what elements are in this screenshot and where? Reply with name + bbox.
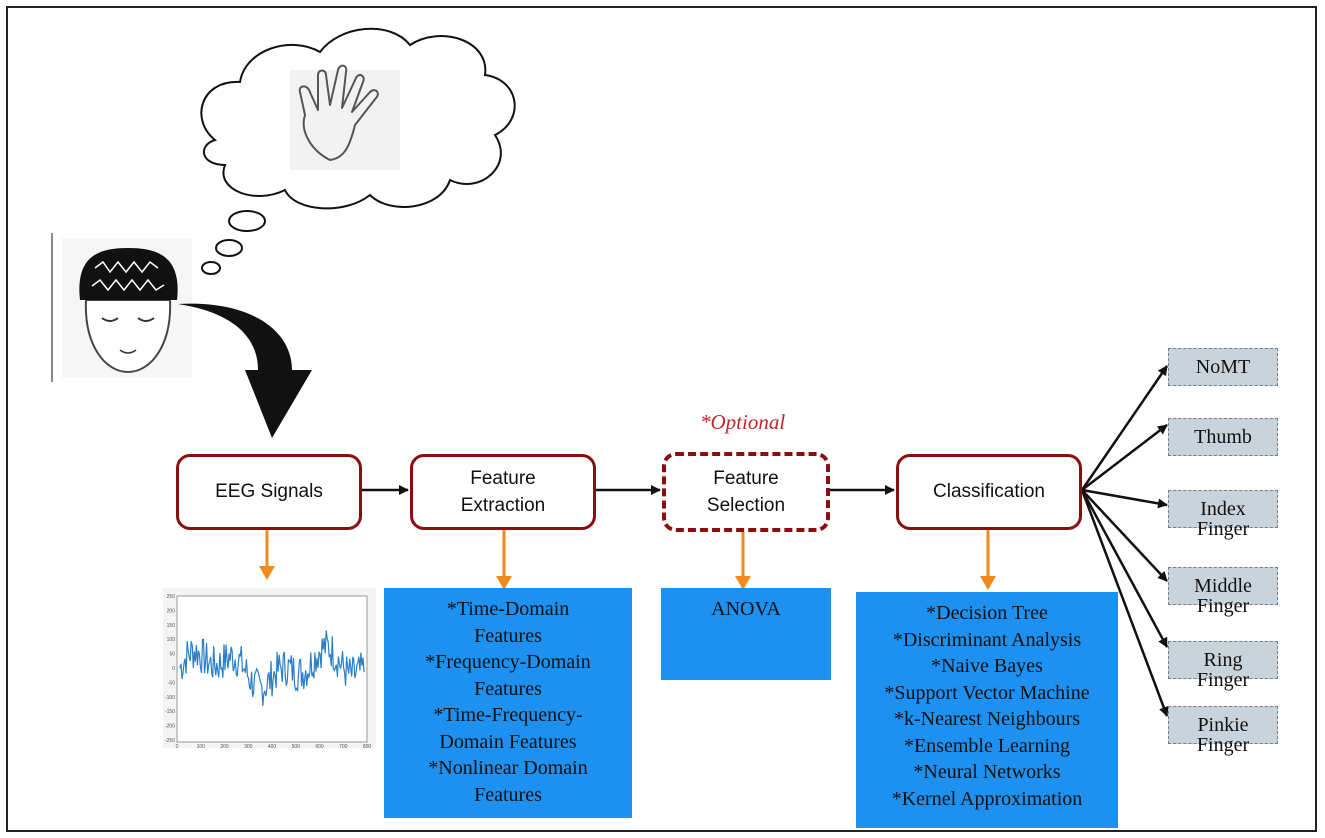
eeg-signals-label: EEG Signals (215, 481, 323, 503)
class-arrows (1080, 365, 1169, 717)
feature-selection-box: Feature Selection (662, 452, 830, 532)
class-middle-finger: Middle Finger (1168, 567, 1278, 617)
class-pinkie-finger: Pinkie Finger (1168, 706, 1278, 756)
feature-selection-line-2: Selection (706, 495, 786, 516)
feature-extraction-list: *Time-Domain Features *Frequency-Domain … (384, 588, 632, 818)
feature-extraction-line-2: Extraction (460, 495, 546, 516)
list-item: *Time-Domain (446, 598, 570, 620)
y-tick-label: 100 (167, 637, 176, 643)
class-label: Finger (1196, 595, 1250, 617)
classifier-list: *Decision Tree *Discriminant Analysis *N… (856, 592, 1118, 828)
y-tick-label: 250 (167, 594, 176, 600)
feature-selection-line-1: Feature (713, 468, 779, 489)
orange-arrows (259, 530, 996, 590)
eeg-signals-box: EEG Signals (176, 454, 362, 530)
list-item: *Frequency-Domain (425, 651, 591, 673)
x-tick-label: 700 (339, 744, 348, 750)
class-label: Thumb (1194, 426, 1252, 448)
class-index-finger: Index Finger (1168, 490, 1278, 540)
x-tick-label: 400 (268, 744, 277, 750)
class-label: Finger (1196, 734, 1250, 756)
list-item: *Nonlinear Domain (428, 757, 588, 779)
x-tick-label: 500 (292, 744, 301, 750)
class-ring-finger: Ring Finger (1168, 641, 1278, 691)
y-tick-label: 50 (169, 652, 175, 658)
outer-frame (6, 6, 1317, 832)
feature-extraction-label: Feature Extraction (461, 465, 545, 519)
list-item: *k-Nearest Neighbours (893, 708, 1081, 730)
x-tick-label: 0 (176, 744, 179, 750)
hand-icon (290, 64, 400, 170)
class-label: NoMT (1195, 356, 1251, 378)
class-label: Pinkie (1197, 714, 1249, 736)
x-tick-label: 200 (220, 744, 229, 750)
y-tick-label: -200 (165, 724, 175, 730)
list-item: Domain Features (439, 730, 577, 753)
feature-extraction-box: Feature Extraction (410, 454, 596, 530)
list-item: *Decision Tree (926, 602, 1048, 624)
eeg-trace-line (179, 630, 365, 706)
curved-arrow-icon (178, 303, 312, 438)
list-item: *Time-Frequency- (433, 704, 583, 726)
y-tick-label: -250 (165, 738, 175, 744)
x-tick-label: 300 (244, 744, 253, 750)
feature-selection-list: ANOVA (661, 588, 831, 680)
class-nomt: NoMT (1168, 348, 1278, 386)
class-label: Finger (1196, 669, 1250, 691)
list-item: *Support Vector Machine (884, 681, 1090, 704)
list-item: Features (474, 677, 542, 700)
list-item: *Neural Networks (913, 761, 1061, 783)
list-item: ANOVA (711, 598, 781, 620)
y-tick-label: -100 (165, 695, 175, 701)
classification-label: Classification (933, 481, 1045, 503)
list-item: *Kernel Approximation (891, 787, 1083, 810)
x-tick-label: 100 (197, 744, 206, 750)
list-item: *Ensemble Learning (903, 734, 1071, 757)
class-label: Middle (1194, 575, 1252, 597)
y-tick-label: 200 (167, 608, 176, 614)
feature-selection-label: Feature Selection (707, 465, 785, 519)
list-item: Features (474, 783, 542, 806)
x-tick-label: 600 (315, 744, 324, 750)
list-item: *Discriminant Analysis (892, 628, 1082, 651)
x-tick-label: 800 (363, 744, 372, 750)
class-label: Finger (1196, 518, 1250, 540)
y-tick-label: -150 (165, 709, 175, 715)
eeg-cap-head-icon (51, 233, 192, 382)
classification-box: Classification (896, 454, 1082, 530)
y-tick-label: 0 (172, 666, 175, 672)
feature-extraction-line-1: Feature (470, 468, 536, 489)
y-tick-label: 150 (167, 623, 176, 629)
list-item: *Naive Bayes (931, 655, 1043, 677)
class-thumb: Thumb (1168, 418, 1278, 456)
y-tick-label: -50 (168, 680, 175, 686)
class-label: Index (1200, 498, 1246, 520)
class-label: Ring (1203, 649, 1243, 671)
list-item: Features (474, 624, 542, 647)
optional-note: *Optional (700, 410, 786, 434)
